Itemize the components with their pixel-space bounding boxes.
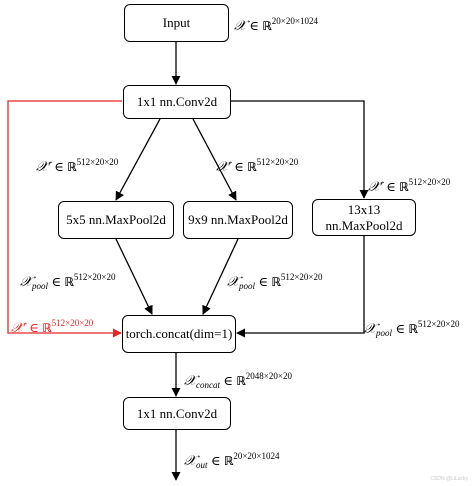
edge-skip-conv-to-concat	[7, 100, 122, 338]
maxpool13-node-label-line1: 13x13	[347, 201, 381, 217]
maxpool13-node: 13x13 nn.MaxPool2d	[312, 199, 416, 236]
concat-node-label: torch.concat(dim=1)	[125, 326, 233, 341]
label-concat-tensor: 𝒳concat ∈ ℝ2048×20×20	[184, 371, 292, 390]
maxpool5-node: 5x5 nn.MaxPool2d	[58, 201, 174, 239]
label-conv-left-tensor: 𝒳′ ∈ ℝ512×20×20	[36, 157, 119, 175]
conv-in-node-label: 1x1 nn.Conv2d	[136, 94, 218, 109]
concat-node: torch.concat(dim=1)	[122, 315, 236, 353]
conv-out-node-label: 1x1 nn.Conv2d	[136, 405, 218, 421]
conv-in-node: 1x1 nn.Conv2d	[123, 85, 231, 119]
watermark: CSDN @LiLucky	[430, 476, 468, 482]
maxpool9-node: 9x9 nn.MaxPool2d	[183, 201, 293, 239]
label-pool13-tensor: 𝒳pool ∈ ℝ512×20×20	[364, 319, 460, 338]
edge-pool5-to-concat	[115, 238, 153, 315]
edge-conv-to-pool9	[192, 118, 237, 201]
maxpool13-node-label-line2: nn.MaxPool2d	[325, 217, 403, 233]
input-node: Input	[124, 4, 229, 42]
label-skip-tensor: 𝒳′ ∈ ℝ512×20×20	[11, 318, 94, 336]
conv-out-node: 1x1 nn.Conv2d	[123, 397, 231, 430]
edge-conv-to-pool13	[231, 100, 369, 199]
maxpool5-node-label: 5x5 nn.MaxPool2d	[66, 212, 166, 227]
label-output-tensor: 𝒳out ∈ ℝ20×20×1024	[184, 451, 280, 470]
edge-pool13-to-concat	[236, 236, 365, 338]
label-conv-mid-tensor: 𝒳′ ∈ ℝ512×20×20	[216, 157, 299, 175]
edge-conv-to-pool5	[115, 118, 161, 201]
edge-pool9-to-concat	[202, 238, 239, 315]
input-node-label: Input	[162, 15, 191, 30]
label-pool9-tensor: 𝒳pool ∈ ℝ512×20×20	[227, 272, 323, 291]
maxpool9-node-label: 9x9 nn.MaxPool2d	[188, 212, 288, 227]
label-conv-right-tensor: 𝒳′ ∈ ℝ512×20×20	[368, 177, 451, 195]
label-input-tensor: 𝒳 ∈ ℝ20×20×1024	[234, 16, 318, 34]
label-pool5-tensor: 𝒳pool ∈ ℝ512×20×20	[20, 272, 116, 291]
